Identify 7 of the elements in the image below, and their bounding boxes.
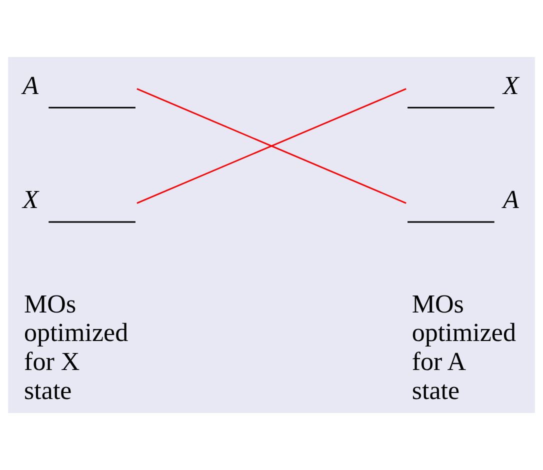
node-text: A	[22, 70, 38, 100]
connector	[136, 88, 406, 204]
node-text: A	[503, 185, 519, 214]
node-text: X	[22, 185, 38, 214]
node-text: X	[503, 70, 519, 100]
label: MOs optimized for X state	[24, 289, 128, 406]
label: MOs optimized for A state	[412, 289, 516, 406]
